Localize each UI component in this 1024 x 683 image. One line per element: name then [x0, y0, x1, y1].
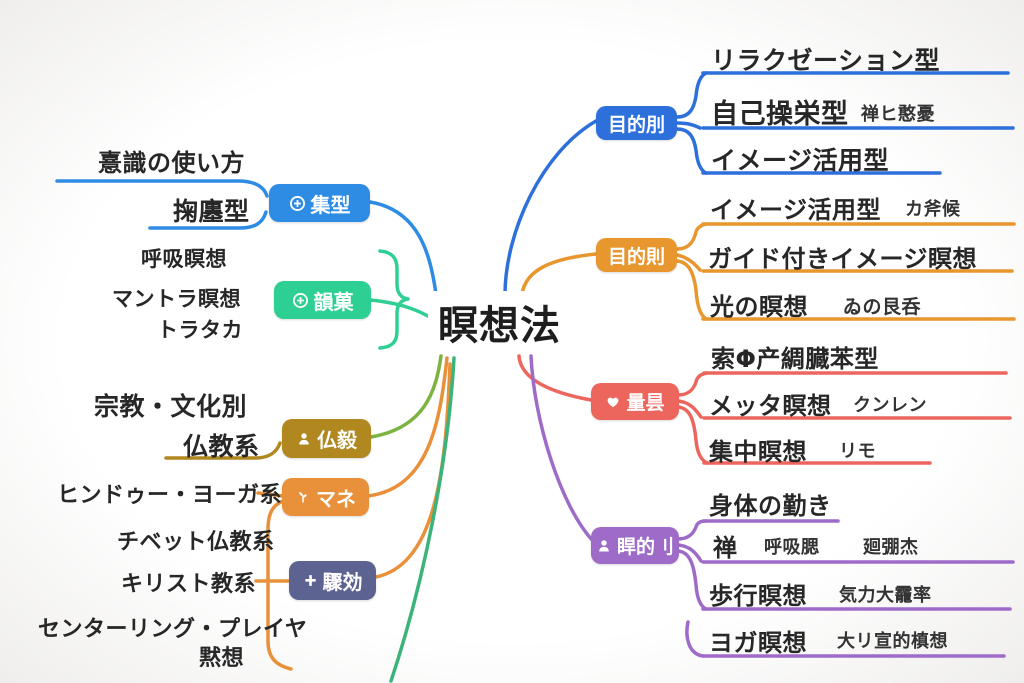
connector-purpose1-blue [503, 71, 1015, 297]
node-observe[interactable]: 韻菓 [274, 281, 371, 319]
left-hindu-child[interactable]: ヒンドゥー・ヨーガ系 [57, 483, 283, 508]
connector-teal-curve [389, 356, 456, 683]
node-buddhism-label: 仏毅 [317, 428, 357, 452]
right-body-child-4-note: 大リ宣的槙想 [837, 631, 948, 652]
node-body-label: 睅的刂 [616, 536, 674, 558]
connector-body-purple [529, 354, 1015, 658]
node-heart-label: 量昙 [626, 392, 665, 414]
connector-usage-blue [55, 179, 438, 296]
cross-icon [303, 573, 318, 588]
right-heart-child-3[interactable]: 集中瞑想 [709, 438, 807, 466]
right-body-child-2-note2: 廻弸杰 [863, 537, 919, 558]
right-purpose2-child-2[interactable]: ガイド付きイメージ瞑想 [708, 245, 978, 273]
node-observe-label: 韻菓 [313, 289, 354, 314]
node-purpose2-label: 目的則 [607, 245, 665, 268]
center-topic[interactable]: 瞑想法 [428, 291, 571, 353]
right-heart-child-1[interactable]: 索Φ产綢臓苯型 [711, 345, 879, 373]
right-body-child-3[interactable]: 歩行瞑想 [709, 582, 807, 610]
left-usage-header[interactable]: 憙識の使い方 [98, 149, 245, 177]
connector-heart-red [517, 354, 1012, 465]
left-tibet-child[interactable]: チベット仏教系 [117, 530, 275, 555]
node-hindu[interactable]: マネ [282, 478, 369, 516]
right-purpose2-child-1[interactable]: イメージ活用型 [710, 196, 882, 224]
right-heart-child-2[interactable]: メッタ瞑想 [709, 392, 832, 420]
node-purpose1[interactable]: 目的刖 [596, 106, 677, 140]
right-body-child-2[interactable]: 禅 [713, 534, 738, 562]
right-body-child-2-note1: 呼吸腮 [764, 537, 820, 558]
connector-purpose2-orange [520, 222, 1016, 321]
connector-buddhism-gold [164, 441, 282, 460]
plus-circle-icon [292, 292, 309, 309]
left-observe-child-1[interactable]: 呼吸瞑想 [141, 247, 227, 271]
node-purpose1-label: 目的刖 [607, 113, 665, 136]
left-centering-line1[interactable]: センターリング・プレイヤ [38, 617, 308, 642]
node-body[interactable]: 睅的刂 [591, 527, 679, 564]
right-purpose2-child-3-note: ゐの艮呑 [843, 296, 922, 318]
left-religion-header[interactable]: 宗教・文化別 [94, 392, 248, 421]
node-buddhism[interactable]: 仏毅 [282, 419, 371, 458]
right-body-child-4[interactable]: ヨガ瞑想 [709, 629, 807, 657]
left-observe-child-3[interactable]: トラタカ [157, 318, 243, 342]
left-usage-child[interactable]: 掬廛型 [173, 197, 250, 226]
right-purpose1-child-2-note: 禅ヒ憨憂 [861, 104, 935, 125]
left-centering-line2[interactable]: 黙想 [199, 646, 245, 671]
heart-icon [605, 394, 621, 410]
node-hindu-label: マネ [316, 486, 356, 511]
right-heart-child-3-note: リモ [839, 441, 876, 462]
node-usage-label: 集型 [310, 192, 351, 217]
right-body-child-1[interactable]: 身体の勤き [709, 492, 832, 520]
right-purpose2-child-3[interactable]: 光の瞑想 [710, 293, 808, 321]
connector-buddhism-center [369, 354, 443, 439]
right-purpose2-child-1-note: カ斧候 [905, 199, 961, 220]
node-purpose2[interactable]: 目的則 [596, 238, 677, 272]
left-buddhism-child[interactable]: 仏教系 [183, 432, 260, 461]
node-christian-label: 驟効 [322, 570, 363, 594]
right-heart-child-2-note: クンレン [853, 395, 927, 416]
person-icon [296, 431, 312, 447]
connector-observe-green [368, 249, 435, 350]
left-observe-child-2[interactable]: マントラ瞑想 [112, 287, 241, 311]
left-christian-child[interactable]: キリスト教系 [121, 572, 257, 597]
node-christian[interactable]: 驟効 [289, 561, 376, 600]
sprout-icon [295, 489, 311, 505]
right-body-child-3-note: 気力大靇率 [839, 585, 932, 606]
right-purpose1-child-1[interactable]: リラクゼーション型 [711, 46, 941, 75]
person-icon [596, 538, 612, 554]
right-purpose1-child-3[interactable]: イメージ活用型 [711, 146, 890, 175]
node-heart[interactable]: 量昙 [591, 383, 679, 420]
plus-circle-icon [289, 195, 306, 212]
node-usage[interactable]: 集型 [269, 184, 370, 222]
right-purpose1-child-2[interactable]: 自己操栄型 [711, 99, 849, 130]
